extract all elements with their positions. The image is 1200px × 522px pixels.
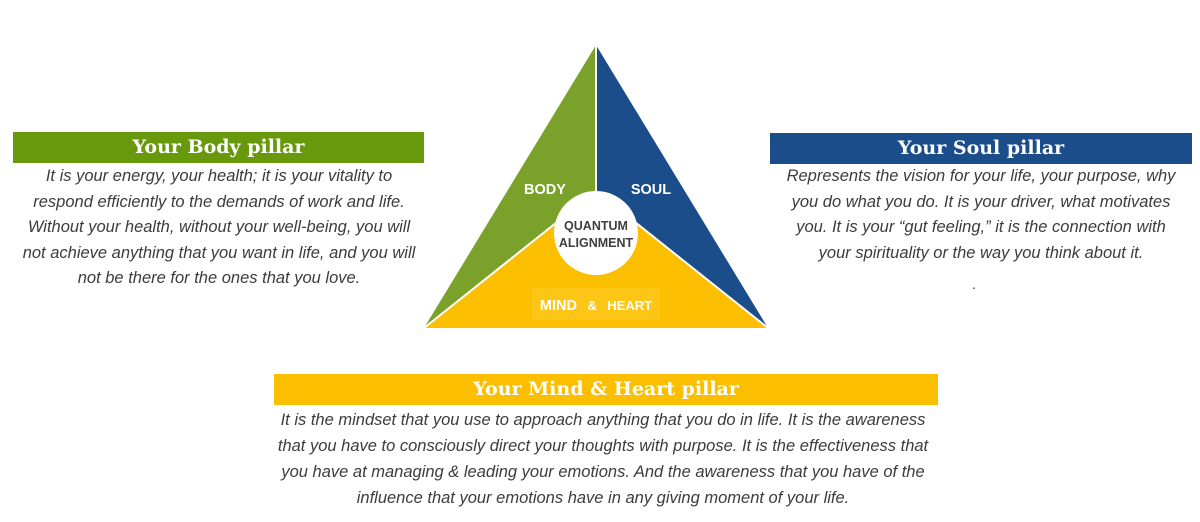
amp-label: & <box>587 298 596 313</box>
body-pillar-line: not achieve anything that you want in li… <box>22 243 416 262</box>
mind-heart-pillar-line: you have at managing & leading your emot… <box>281 463 925 481</box>
mind-heart-pillar-title: Your Mind & Heart pillar <box>274 374 938 405</box>
mind-heart-pillar-line: influence that your emotions have in any… <box>356 489 850 507</box>
soul-pillar-line: you do what you do. It is your driver, w… <box>791 192 1171 211</box>
center-label-line2: ALIGNMENT <box>559 236 634 250</box>
mind-heart-pillar-line: It is the mindset that you use to approa… <box>280 411 926 429</box>
body-segment <box>424 45 596 328</box>
soul-pillar-line: you. It is your “gut feeling,” it is the… <box>796 218 1166 236</box>
soul-pillar-trailing-dot: . <box>972 276 976 292</box>
mind-label: MIND <box>540 298 577 314</box>
center-label-line1: QUANTUM <box>564 219 628 233</box>
mind-heart-label-box <box>532 288 660 320</box>
body-pillar-line: Without your health, without your well-b… <box>27 218 411 236</box>
body-pillar-description: It is your energy, your health; it is yo… <box>5 164 433 292</box>
body-pillar-line: not be there for the ones that you love. <box>77 269 361 287</box>
soul-pillar-line: your spirituality or the way you think a… <box>818 243 1144 262</box>
soul-pillar-description: Represents the vision for your life, you… <box>770 164 1192 266</box>
mind-heart-pillar-description: It is the mindset that you use to approa… <box>258 407 948 511</box>
body-segment-label: BODY <box>524 182 566 198</box>
body-pillar-title: Your Body pillar <box>13 132 424 163</box>
soul-segment-label: SOUL <box>631 182 671 198</box>
heart-label: HEART <box>607 298 652 313</box>
mind-heart-pillar-line: that you have to consciously direct your… <box>277 437 929 455</box>
soul-segment <box>596 45 768 328</box>
center-circle <box>554 191 638 275</box>
soul-pillar-line: Represents the vision for your life, you… <box>786 167 1176 185</box>
body-pillar-line: It is your energy, your health; it is yo… <box>45 167 393 185</box>
mind-heart-segment-label: MIND & HEART <box>540 297 652 314</box>
soul-pillar-title: Your Soul pillar <box>770 133 1192 164</box>
body-pillar-line: respond efficiently to the demands of wo… <box>33 192 405 211</box>
